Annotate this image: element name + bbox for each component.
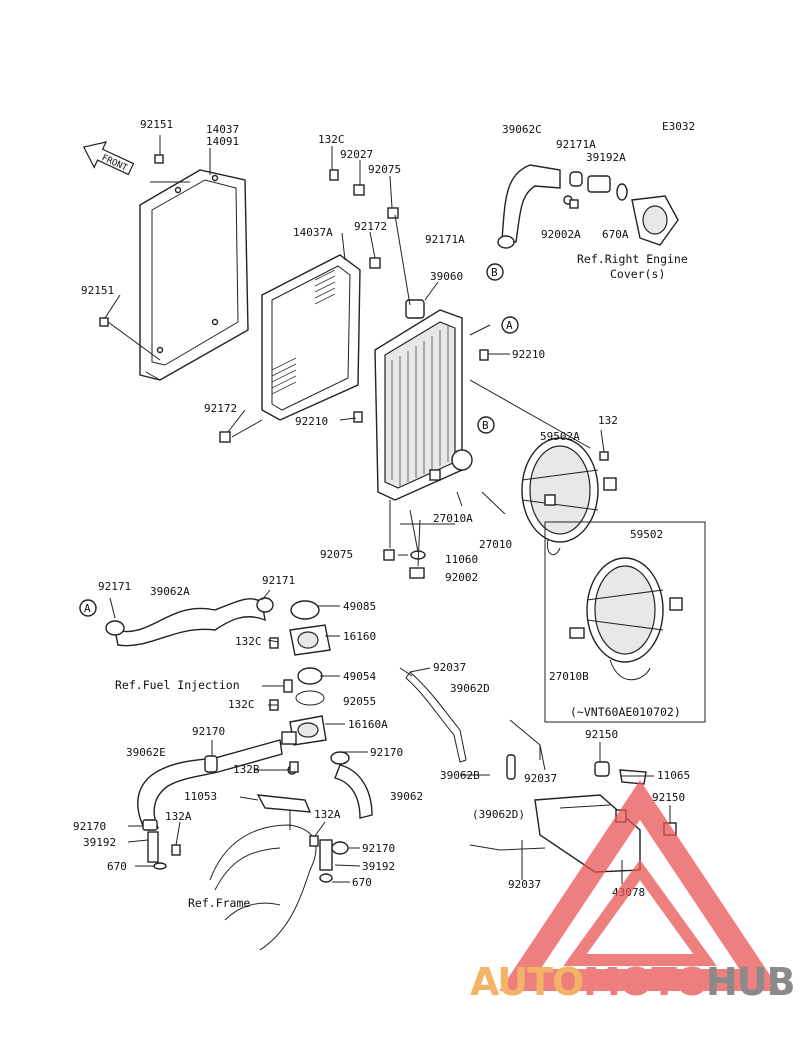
part-label: 92170 [73, 820, 106, 833]
front-arrow-icon: FRONT [82, 141, 135, 176]
part-label: 92002 [445, 571, 478, 584]
part-label: 14037A [293, 226, 333, 239]
part-label: (39062D) [472, 808, 525, 821]
part-label: 92170 [192, 725, 225, 738]
part-label: 132A [314, 808, 341, 821]
watermark-hub: HUB [706, 960, 795, 1004]
part-label: 59502 [630, 528, 663, 541]
thermostat-housing [281, 600, 331, 746]
part-label: 92150 [585, 728, 618, 741]
part-label: 39062D [450, 682, 490, 695]
part-label: 92210 [512, 348, 545, 361]
part-label: 92172 [354, 220, 387, 233]
watermark-logo [499, 780, 781, 991]
part-label: 92055 [343, 695, 376, 708]
watermark-moto: MOTO [583, 960, 707, 1004]
part-label: 11065 [657, 769, 690, 782]
part-label: 14091 [206, 135, 239, 148]
bracket [256, 765, 312, 813]
frame-section [209, 824, 317, 951]
ref-engine-cover-line1: Ref.Right Engine [577, 252, 688, 266]
part-label: 92172 [204, 402, 237, 415]
part-label: 92170 [370, 746, 403, 759]
part-label: 92075 [320, 548, 353, 561]
part-label: 39062 [390, 790, 423, 803]
part-label: 670 [107, 860, 127, 873]
part-label: 92151 [140, 118, 173, 131]
part-label: 92171 [262, 574, 295, 587]
watermark-text: AUTO MOTO HUB [470, 960, 796, 1004]
callout-b-mid: B [477, 416, 495, 434]
reference-labels: Ref.Right Engine Cover(s) Ref.Fuel Injec… [115, 252, 688, 910]
part-label: 11053 [184, 790, 217, 803]
part-label: 132C [318, 133, 345, 146]
part-label: 92037 [524, 772, 557, 785]
part-label: 39062A [150, 585, 190, 598]
part-label: 14037 [206, 123, 239, 136]
part-label: 39062E [126, 746, 166, 759]
part-label: 27010 [479, 538, 512, 551]
upper-hose [497, 164, 679, 249]
part-label: 59502A [540, 430, 580, 443]
ref-engine-cover-line2: Cover(s) [610, 267, 665, 281]
part-label: 39192A [586, 151, 626, 164]
pipe-fittings [142, 819, 349, 883]
part-label: 132C [235, 635, 262, 648]
radiator-shroud [139, 169, 249, 381]
part-label: 92002A [541, 228, 581, 241]
part-label: 132 [598, 414, 618, 427]
hose-39062e [137, 739, 283, 831]
callout-a-left-label: A [84, 602, 91, 615]
inset-box [544, 521, 706, 723]
ref-fuel-injection: Ref.Fuel Injection [115, 678, 240, 692]
callout-b-top: B [486, 263, 504, 281]
part-label: 92037 [508, 878, 541, 891]
part-label: 27010B [549, 670, 589, 683]
part-label: 27010A [433, 512, 473, 525]
part-label: 16160 [343, 630, 376, 643]
hose-39062 [330, 751, 373, 819]
part-label: 132A [165, 810, 192, 823]
part-label: 92150 [652, 791, 685, 804]
radiator-panel [261, 254, 361, 421]
part-label: 92151 [81, 284, 114, 297]
part-label: 92027 [340, 148, 373, 161]
part-label: 39060 [430, 270, 463, 283]
watermark-auto: AUTO [470, 960, 583, 1004]
callout-b-mid-label: B [482, 419, 489, 432]
ref-frame: Ref.Frame [188, 896, 250, 910]
part-number-labels: 92151 14037 14091 132C 92027 92075 39062… [73, 118, 690, 899]
part-label: 670 [352, 876, 372, 889]
part-label: 92075 [368, 163, 401, 176]
lower-left-hose [105, 597, 274, 647]
bypass-hose [399, 667, 467, 763]
cooling-fan [521, 437, 617, 556]
diagram-code: E3032 [662, 120, 695, 133]
part-label: 92171A [556, 138, 596, 151]
part-label: 92210 [295, 415, 328, 428]
part-label: 49085 [343, 600, 376, 613]
callout-a-left: A [79, 599, 97, 617]
part-label: 92037 [433, 661, 466, 674]
part-label: 11060 [445, 553, 478, 566]
part-label: 92171A [425, 233, 465, 246]
part-label: 39192 [83, 836, 116, 849]
part-label: 39062C [502, 123, 542, 136]
callout-a-top: A [501, 316, 519, 334]
part-label: 92171 [98, 580, 131, 593]
part-label: 670A [602, 228, 629, 241]
part-label: 132B [233, 763, 260, 776]
part-label: 39192 [362, 860, 395, 873]
callout-a-top-label: A [506, 319, 513, 332]
part-label: 92170 [362, 842, 395, 855]
callout-b-top-label: B [491, 266, 498, 279]
radiator-core [374, 299, 473, 501]
part-label: 132C [228, 698, 255, 711]
part-label: 39062B [440, 769, 480, 782]
part-label: 49054 [343, 670, 376, 683]
part-label: 16160A [348, 718, 388, 731]
serial-range: (~VNT60AE010702) [570, 705, 681, 719]
leader-lines [104, 135, 671, 884]
